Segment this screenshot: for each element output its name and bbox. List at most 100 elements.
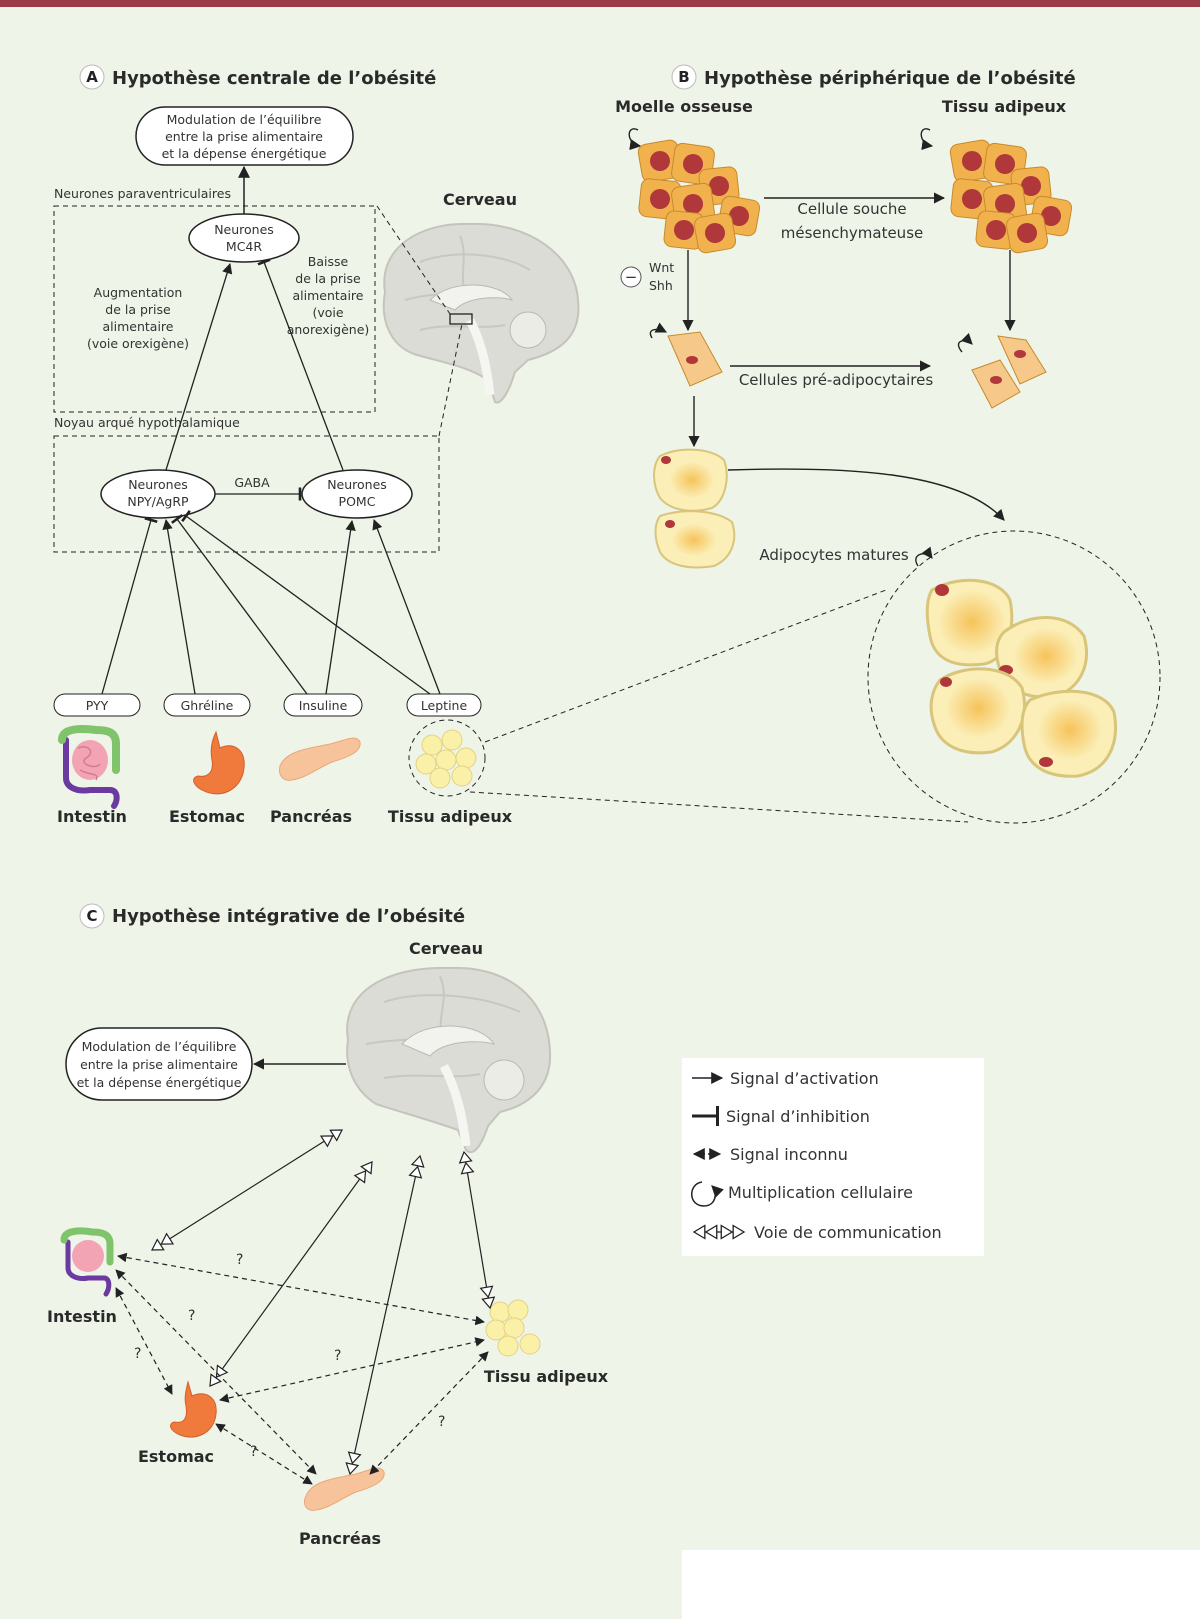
increase-line1: Augmentation xyxy=(94,285,183,300)
question-mark-6: ? xyxy=(250,1444,257,1460)
intestin-c-label: Intestin xyxy=(47,1307,117,1326)
arc-box-label: Noyau arqué hypothalamique xyxy=(54,415,240,430)
insuline-to-npy-inhibit xyxy=(171,514,308,695)
panel-b-badge xyxy=(671,64,697,90)
npy-to-mc4r-arrow xyxy=(165,263,233,471)
pyy-label: PYY xyxy=(86,698,109,713)
organ-adipose-label: Tissu adipeux xyxy=(388,807,513,826)
panel-c: C Hypothèse intégrative de l’obésité Cer… xyxy=(47,903,609,1548)
increase-line3: alimentaire xyxy=(103,319,174,334)
legend-activation: Signal d’activation xyxy=(730,1069,879,1088)
pancreas-icon xyxy=(279,737,361,781)
top-rule xyxy=(0,0,1200,7)
organ-intestin-label: Intestin xyxy=(57,807,127,826)
ghreline-pill xyxy=(163,693,251,717)
decrease-line5: anorexigène) xyxy=(287,322,370,337)
decrease-line3: alimentaire xyxy=(293,288,364,303)
legend-box xyxy=(682,1058,984,1256)
decrease-line1: Baisse xyxy=(308,254,349,269)
panel-a-badge xyxy=(79,64,105,90)
pancreas-c-label: Pancréas xyxy=(299,1529,381,1548)
panel-a-title: Hypothèse centrale de l’obésité xyxy=(112,68,436,89)
msc-line1: Cellule souche xyxy=(797,200,906,218)
zoom-line-bottom xyxy=(438,323,463,437)
intestin-icon xyxy=(58,725,120,809)
insuline-label: Insuline xyxy=(299,698,348,713)
pomc-line2: POMC xyxy=(339,494,376,509)
zoom-adipose-bottom xyxy=(469,791,969,823)
modulation-box-a xyxy=(135,106,354,166)
decrease-line2: de la prise xyxy=(295,271,361,286)
leptine-to-pomc-arrow xyxy=(372,519,441,695)
adipose-b-cell-cluster xyxy=(920,128,1073,254)
panel-a: A Hypothèse centrale de l’obésité Modula… xyxy=(53,64,969,826)
decrease-line4: (voie xyxy=(312,305,343,320)
modulation-a-line2: entre la prise alimentaire xyxy=(165,129,323,144)
marrow-label: Moelle osseuse xyxy=(615,97,753,116)
brain-c-label: Cerveau xyxy=(409,939,483,958)
pomc-node xyxy=(301,469,413,519)
brain-c-icon xyxy=(346,966,552,1154)
organ-pancreas-label: Pancréas xyxy=(270,807,352,826)
zoom-line-top xyxy=(376,205,451,315)
insuline-pill xyxy=(283,693,363,717)
unknown-estomac-adipose xyxy=(219,1337,485,1403)
inhibitor-minus-icon xyxy=(620,266,642,288)
legend-multiplication: Multiplication cellulaire xyxy=(728,1183,913,1202)
mature-label: Adipocytes matures xyxy=(759,546,908,564)
modulation-c-line2: entre la prise alimentaire xyxy=(80,1057,238,1072)
panel-c-badge xyxy=(79,903,105,929)
gaba-label: GABA xyxy=(234,475,270,490)
panel-b: B Hypothèse périphérique de l’obésité Mo… xyxy=(615,64,1161,824)
wnt-label: Wnt xyxy=(649,260,674,275)
leptine-to-npy-inhibit xyxy=(181,509,431,695)
adipose-b-label: Tissu adipeux xyxy=(942,97,1067,116)
question-mark-5: ? xyxy=(438,1414,445,1430)
marrow-cell-cluster xyxy=(628,128,761,254)
question-mark-2: ? xyxy=(188,1308,195,1324)
mc4r-line1: Neurones xyxy=(214,222,274,237)
legend: Signal d’activation Signal d’inhibition … xyxy=(682,1058,984,1256)
pomc-line1: Neurones xyxy=(327,477,387,492)
panel-a-letter: A xyxy=(86,68,98,86)
panel-b-letter: B xyxy=(678,68,689,86)
panel-c-title: Hypothèse intégrative de l’obésité xyxy=(112,906,465,927)
arc-box xyxy=(53,435,440,553)
brain-a-label: Cerveau xyxy=(443,190,517,209)
unknown-estomac-pancreas xyxy=(215,1423,313,1485)
estomac-c-label: Estomac xyxy=(138,1447,214,1466)
modulation-box-c xyxy=(65,1027,253,1101)
ghreline-to-npy-arrow xyxy=(162,518,196,695)
panel-b-title: Hypothèse périphérique de l’obésité xyxy=(704,68,1076,89)
brain-a-hypothalamus-box xyxy=(449,313,473,325)
pvn-box xyxy=(53,205,376,413)
to-mature-curve-arrow xyxy=(727,468,1005,521)
estomac-icon xyxy=(193,730,245,795)
pvn-box-label: Neurones paraventriculaires xyxy=(54,186,231,201)
increase-line4: (voie orexigène) xyxy=(87,336,189,351)
increase-line2: de la prise xyxy=(105,302,171,317)
npy-line1: Neurones xyxy=(128,477,188,492)
mature-adipocytes-zoom xyxy=(867,530,1161,824)
unknown-intestin-adipose xyxy=(117,1252,485,1326)
pyy-to-npy-inhibit xyxy=(101,516,158,695)
intestin-c-icon xyxy=(60,1227,114,1297)
mc4r-line2: MC4R xyxy=(226,239,262,254)
comm-brain-adipose xyxy=(458,1150,496,1310)
preadipocyte-right xyxy=(957,332,1047,409)
adipose-c-label: Tissu adipeux xyxy=(484,1367,609,1386)
modulation-c-line1: Modulation de l’équilibre xyxy=(82,1039,237,1054)
pyy-pill xyxy=(53,693,141,717)
legend-inhibition-bar xyxy=(716,1106,719,1126)
legend-multiplication-icon xyxy=(691,1181,724,1207)
unknown-pancreas-adipose xyxy=(369,1351,489,1475)
unknown-intestin-estomac xyxy=(115,1287,173,1395)
inhibitor-minus: − xyxy=(625,268,638,286)
organ-estomac-label: Estomac xyxy=(169,807,245,826)
legend-unknown: Signal inconnu xyxy=(730,1145,848,1164)
blank-corner xyxy=(682,1550,1200,1619)
insuline-to-pomc-arrow xyxy=(325,519,356,695)
pomc-to-mc4r-inhibit xyxy=(257,258,344,471)
ghreline-label: Ghréline xyxy=(181,698,234,713)
